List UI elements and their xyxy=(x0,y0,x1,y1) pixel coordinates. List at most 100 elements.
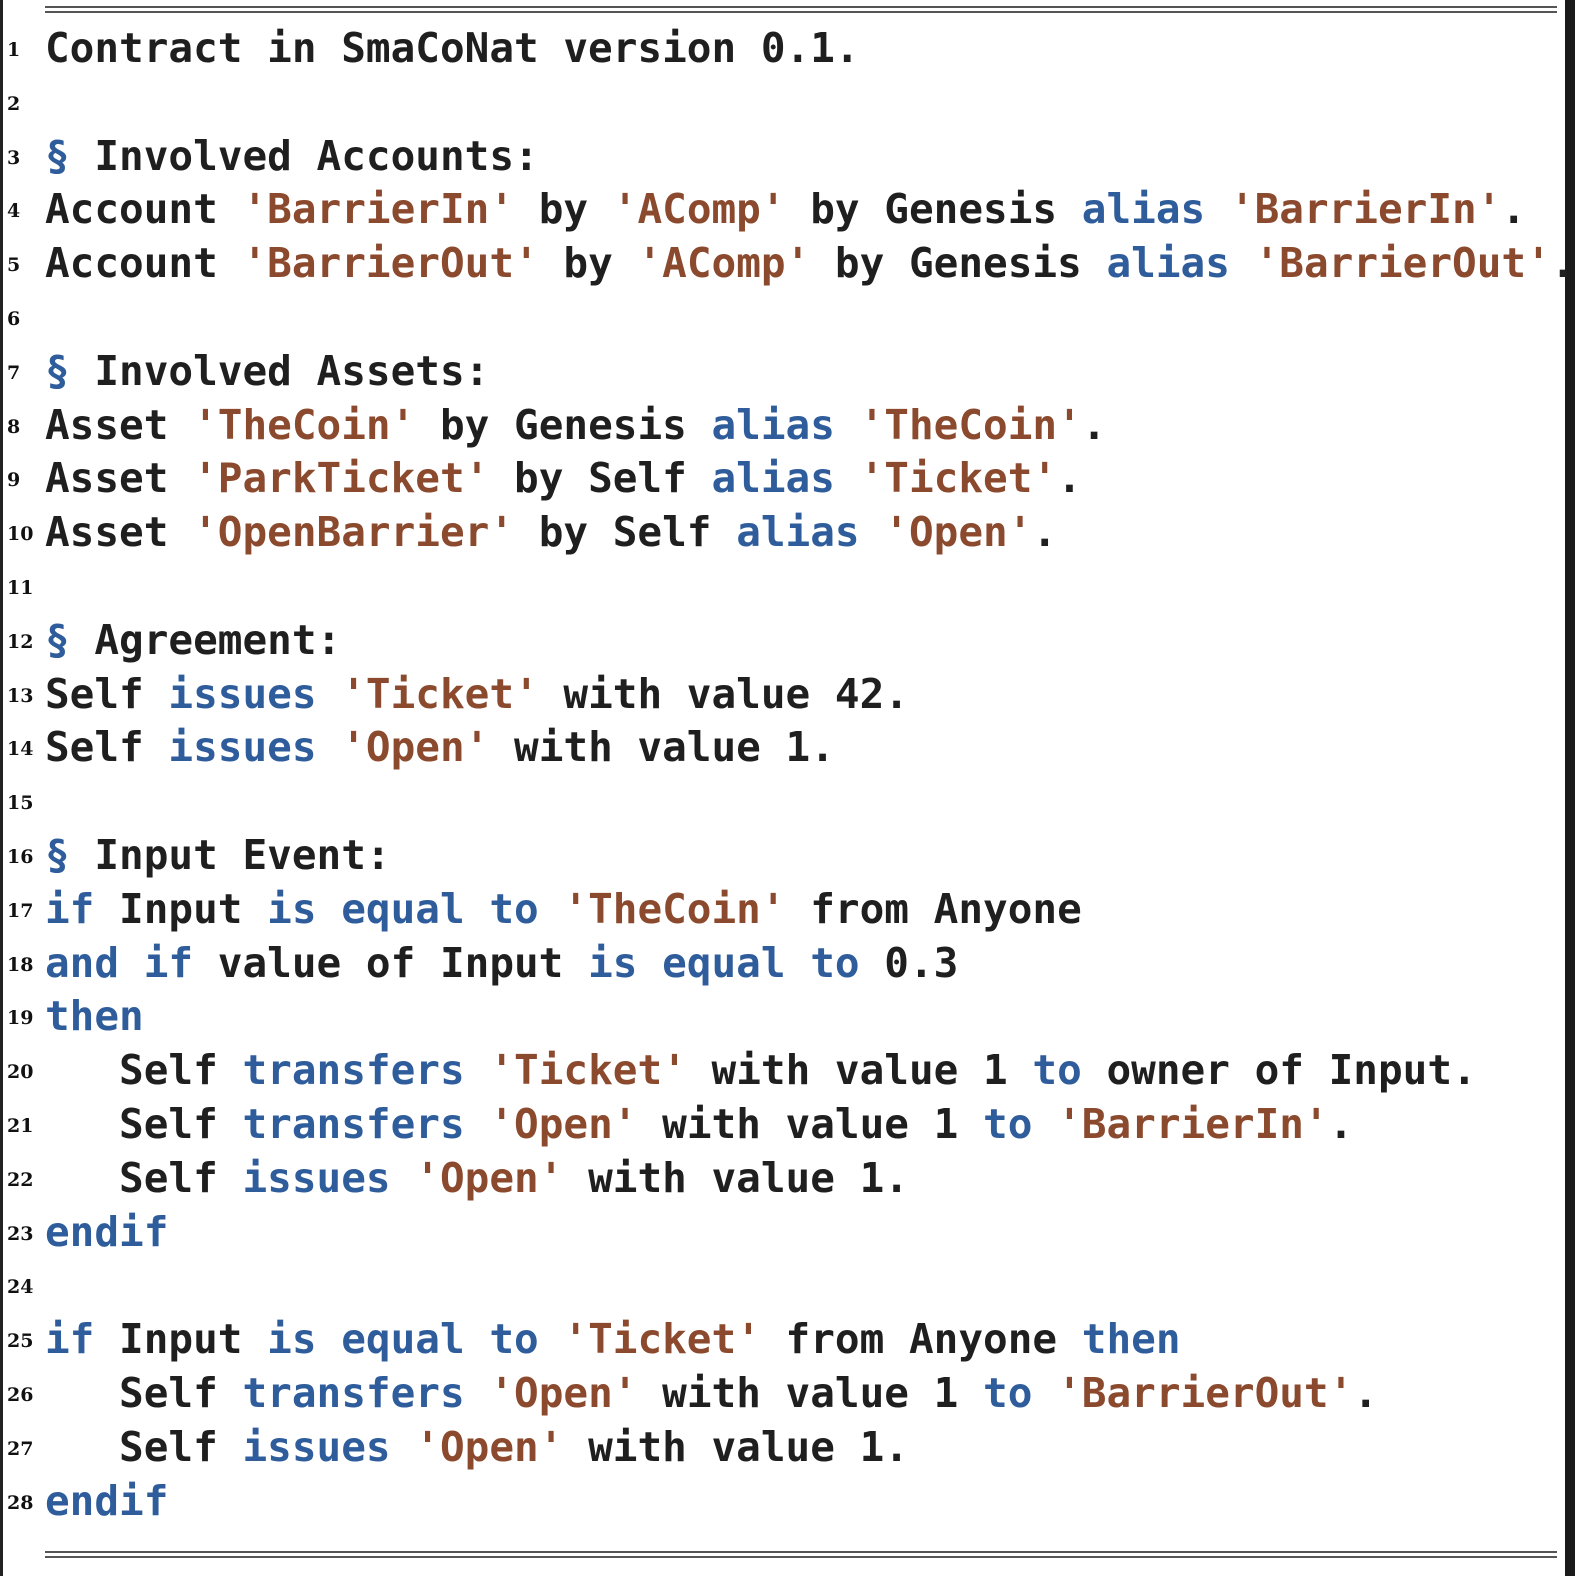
text-token xyxy=(1205,185,1230,233)
keyword-token: to xyxy=(1032,1046,1082,1095)
bottom-rule xyxy=(45,1551,1557,1558)
text-token: Asset xyxy=(45,508,194,557)
text-token: Account xyxy=(45,239,243,288)
text-token: . xyxy=(1057,454,1082,503)
text-token: Contract in SmaCoNat version 0.1. xyxy=(45,24,860,72)
line-number: 7 xyxy=(7,361,21,384)
string-token: 'BarrierOut' xyxy=(242,239,539,288)
line-number: 19 xyxy=(7,1007,34,1030)
code-text: and if value of Input is equal to 0.3 xyxy=(45,937,958,991)
keyword-token: § xyxy=(45,615,70,664)
code-text: Asset 'OpenBarrier' by Self alias 'Open'… xyxy=(45,506,1057,560)
keyword-token: transfers xyxy=(242,1046,465,1095)
text-token: Input xyxy=(94,1315,268,1364)
code-text: if Input is equal to 'Ticket' from Anyon… xyxy=(45,1313,1181,1367)
text-token xyxy=(391,1154,416,1202)
string-token: 'Ticket' xyxy=(859,454,1058,503)
line-number: 10 xyxy=(7,523,34,546)
text-token: by xyxy=(538,239,638,288)
text-token: by Self xyxy=(514,508,737,557)
line-number: 20 xyxy=(7,1061,34,1084)
line-number: 3 xyxy=(7,146,21,169)
code-text: then xyxy=(45,990,144,1044)
text-token xyxy=(465,1100,490,1148)
line-number: 12 xyxy=(7,630,34,653)
text-token: value of Input xyxy=(193,938,589,987)
string-token: 'Ticket' xyxy=(489,1046,687,1095)
keyword-token: if xyxy=(45,1315,95,1364)
text-token: from Anyone xyxy=(760,1315,1082,1364)
code-text: Contract in SmaCoNat version 0.1. xyxy=(45,22,860,76)
keyword-token: then xyxy=(45,992,144,1041)
text-token: by Self xyxy=(489,454,712,503)
text-token: 0.3 xyxy=(859,938,959,987)
text-token: Agreement: xyxy=(69,615,342,664)
string-token: 'AComp' xyxy=(612,185,786,234)
string-token: 'BarrierIn' xyxy=(242,185,515,234)
text-token: with value 1. xyxy=(563,1422,909,1471)
keyword-token: alias xyxy=(1081,185,1206,234)
text-token xyxy=(539,1315,564,1363)
line-number: 14 xyxy=(7,738,34,761)
keyword-token: § xyxy=(45,830,70,879)
string-token: 'BarrierOut' xyxy=(1254,239,1551,288)
keyword-token: is equal to xyxy=(267,884,539,933)
text-token: Self xyxy=(45,1046,243,1095)
line-number: 17 xyxy=(7,899,34,922)
text-token: with value 1 xyxy=(637,1368,984,1417)
code-text: if Input is equal to 'TheCoin' from Anyo… xyxy=(45,883,1082,937)
text-token: Self xyxy=(45,669,169,718)
text-token: Self xyxy=(45,1368,243,1417)
text-token xyxy=(317,670,342,718)
code-text: Self transfers 'Open' with value 1 to 'B… xyxy=(45,1367,1378,1421)
code-text: Self issues 'Open' with value 1. xyxy=(45,1152,909,1206)
string-token: 'TheCoin' xyxy=(563,884,786,933)
string-token: 'Open' xyxy=(415,1153,564,1202)
line-number: 21 xyxy=(7,1114,34,1137)
text-token xyxy=(1032,1100,1057,1148)
text-token: with value 42. xyxy=(538,669,909,718)
text-token: Account xyxy=(45,185,243,234)
code-text: § Involved Assets: xyxy=(45,345,489,399)
code-text: § Involved Accounts: xyxy=(45,130,539,184)
text-token: Involved Accounts: xyxy=(69,131,539,180)
text-token: . xyxy=(1328,1099,1354,1148)
keyword-token: if xyxy=(45,884,95,933)
line-number: 8 xyxy=(7,415,21,438)
code-text: Self transfers 'Open' with value 1 to 'B… xyxy=(45,1098,1353,1152)
keyword-token: alias xyxy=(711,400,835,449)
text-token: Self xyxy=(45,723,169,772)
text-token xyxy=(465,1369,490,1417)
keyword-token: alias xyxy=(711,454,835,503)
code-text: § Input Event: xyxy=(45,829,391,883)
keyword-token: issues xyxy=(242,1153,391,1202)
text-token xyxy=(1230,239,1255,287)
line-number: 16 xyxy=(7,845,34,868)
string-token: 'Open' xyxy=(489,1099,638,1148)
keyword-token: § xyxy=(45,131,70,180)
code-text: Self issues 'Open' with value 1. xyxy=(45,721,835,775)
string-token: 'Ticket' xyxy=(563,1315,761,1364)
string-token: 'Ticket' xyxy=(341,669,539,718)
line-number: 28 xyxy=(7,1491,34,1514)
text-token: Involved Assets: xyxy=(69,346,490,395)
string-token: 'TheCoin' xyxy=(859,400,1082,449)
line-number: 24 xyxy=(7,1276,34,1299)
string-token: 'BarrierIn' xyxy=(1057,1099,1329,1148)
line-number: 15 xyxy=(7,792,34,815)
text-token: . xyxy=(1501,185,1527,234)
keyword-token: endif xyxy=(45,1476,169,1525)
string-token: 'OpenBarrier' xyxy=(193,508,515,557)
string-token: 'Open' xyxy=(884,508,1033,557)
keyword-token: to xyxy=(983,1368,1033,1417)
text-token: with value 1. xyxy=(489,723,835,772)
text-token: by Genesis xyxy=(785,185,1082,234)
text-token: . xyxy=(1550,239,1575,288)
string-token: 'BarrierIn' xyxy=(1229,185,1502,234)
code-text: Asset 'ParkTicket' by Self alias 'Ticket… xyxy=(45,452,1082,506)
text-token: with value 1 xyxy=(637,1099,984,1148)
text-token: Self xyxy=(45,1422,243,1471)
keyword-token: § xyxy=(45,346,70,395)
string-token: 'TheCoin' xyxy=(193,400,416,449)
text-token: Input xyxy=(94,884,268,933)
